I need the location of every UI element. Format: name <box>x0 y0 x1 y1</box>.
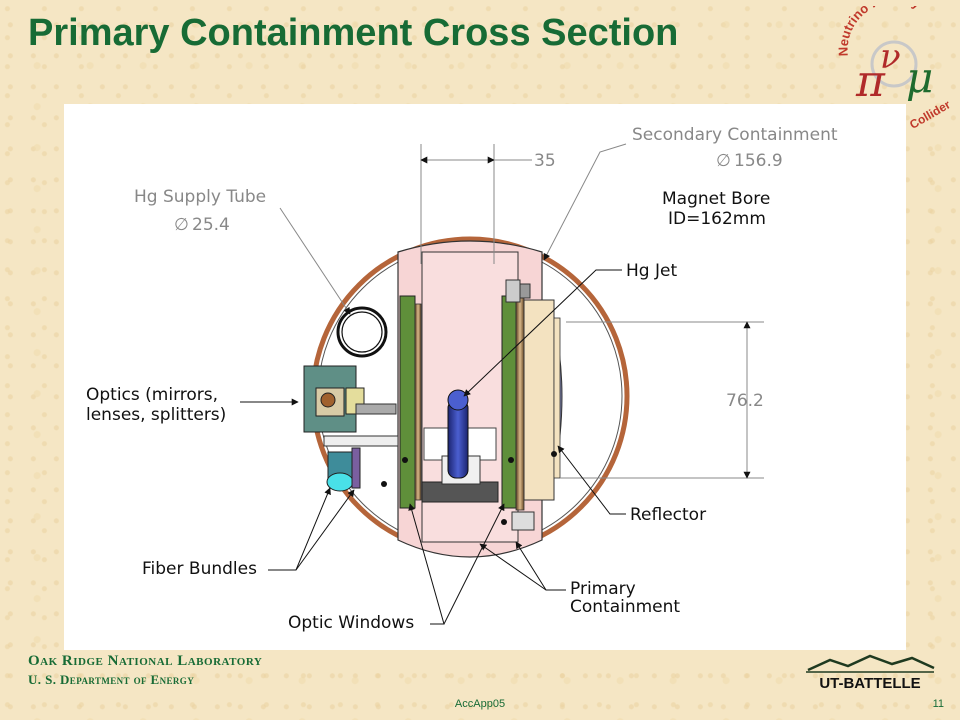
dim-76-label: 76.2 <box>726 391 764 411</box>
hg-supply-tube-diameter-symbol: ∅ <box>174 215 189 235</box>
hg-supply-tube <box>336 306 388 358</box>
lab-footer: Oak Ridge National Laboratory U. S. Depa… <box>28 653 262 688</box>
fiber-bundles <box>326 447 361 492</box>
hg-supply-tube-label: Hg Supply Tube <box>134 187 266 207</box>
svg-text:Collider: Collider <box>907 97 953 131</box>
dimension-35 <box>420 144 532 264</box>
neutrino-factory-logo: Neutrino Factory π ν μ Collider <box>836 6 954 131</box>
window-fasteners <box>381 451 557 525</box>
svg-text:μ: μ <box>906 53 933 102</box>
secondary-containment-dim: 156.9 <box>734 151 783 171</box>
ut-battelle-logo: UT-BATTELLE <box>806 654 935 692</box>
optic-windows-label: Optic Windows <box>288 613 414 633</box>
hg-jet <box>421 389 499 503</box>
svg-text:π: π <box>855 56 886 107</box>
slide-title: Primary Containment Cross Section <box>28 12 679 54</box>
lab-name: Oak Ridge National Laboratory <box>28 653 263 669</box>
optic-window-left <box>399 295 422 509</box>
footer-code: AccApp05 <box>454 698 506 710</box>
svg-text:ν: ν <box>880 37 901 77</box>
magnet-bore-label: Magnet Bore <box>662 189 770 209</box>
dim-35-label: 35 <box>534 151 556 171</box>
svg-text:UT-BATTELLE: UT-BATTELLE <box>819 675 920 692</box>
primary-containment-label-line1: Primary <box>570 579 636 599</box>
fiber-bundles-label: Fiber Bundles <box>142 559 257 579</box>
optics-label-line1: Optics (mirrors, <box>86 385 218 405</box>
page-number: 11 <box>932 698 944 710</box>
dimension-76 <box>560 321 764 479</box>
optic-window-right <box>501 293 525 511</box>
optics-block <box>303 365 399 447</box>
hg-supply-tube-dim: 25.4 <box>192 215 230 235</box>
cross-section-diagram: 35 76.2 Hg Supply Tube ∅ 25.4 Secondary … <box>64 104 906 650</box>
department-name: U. S. Department of Energy <box>28 672 195 687</box>
primary-containment-label-line2: Containment <box>570 597 680 617</box>
secondary-containment-diameter-symbol: ∅ <box>716 151 731 171</box>
reflector-label: Reflector <box>630 505 706 525</box>
magnet-bore-id: ID=162mm <box>668 209 766 229</box>
optics-label-line2: lenses, splitters) <box>86 405 226 425</box>
hg-jet-label: Hg Jet <box>626 261 677 281</box>
secondary-containment-label: Secondary Containment <box>632 125 838 145</box>
